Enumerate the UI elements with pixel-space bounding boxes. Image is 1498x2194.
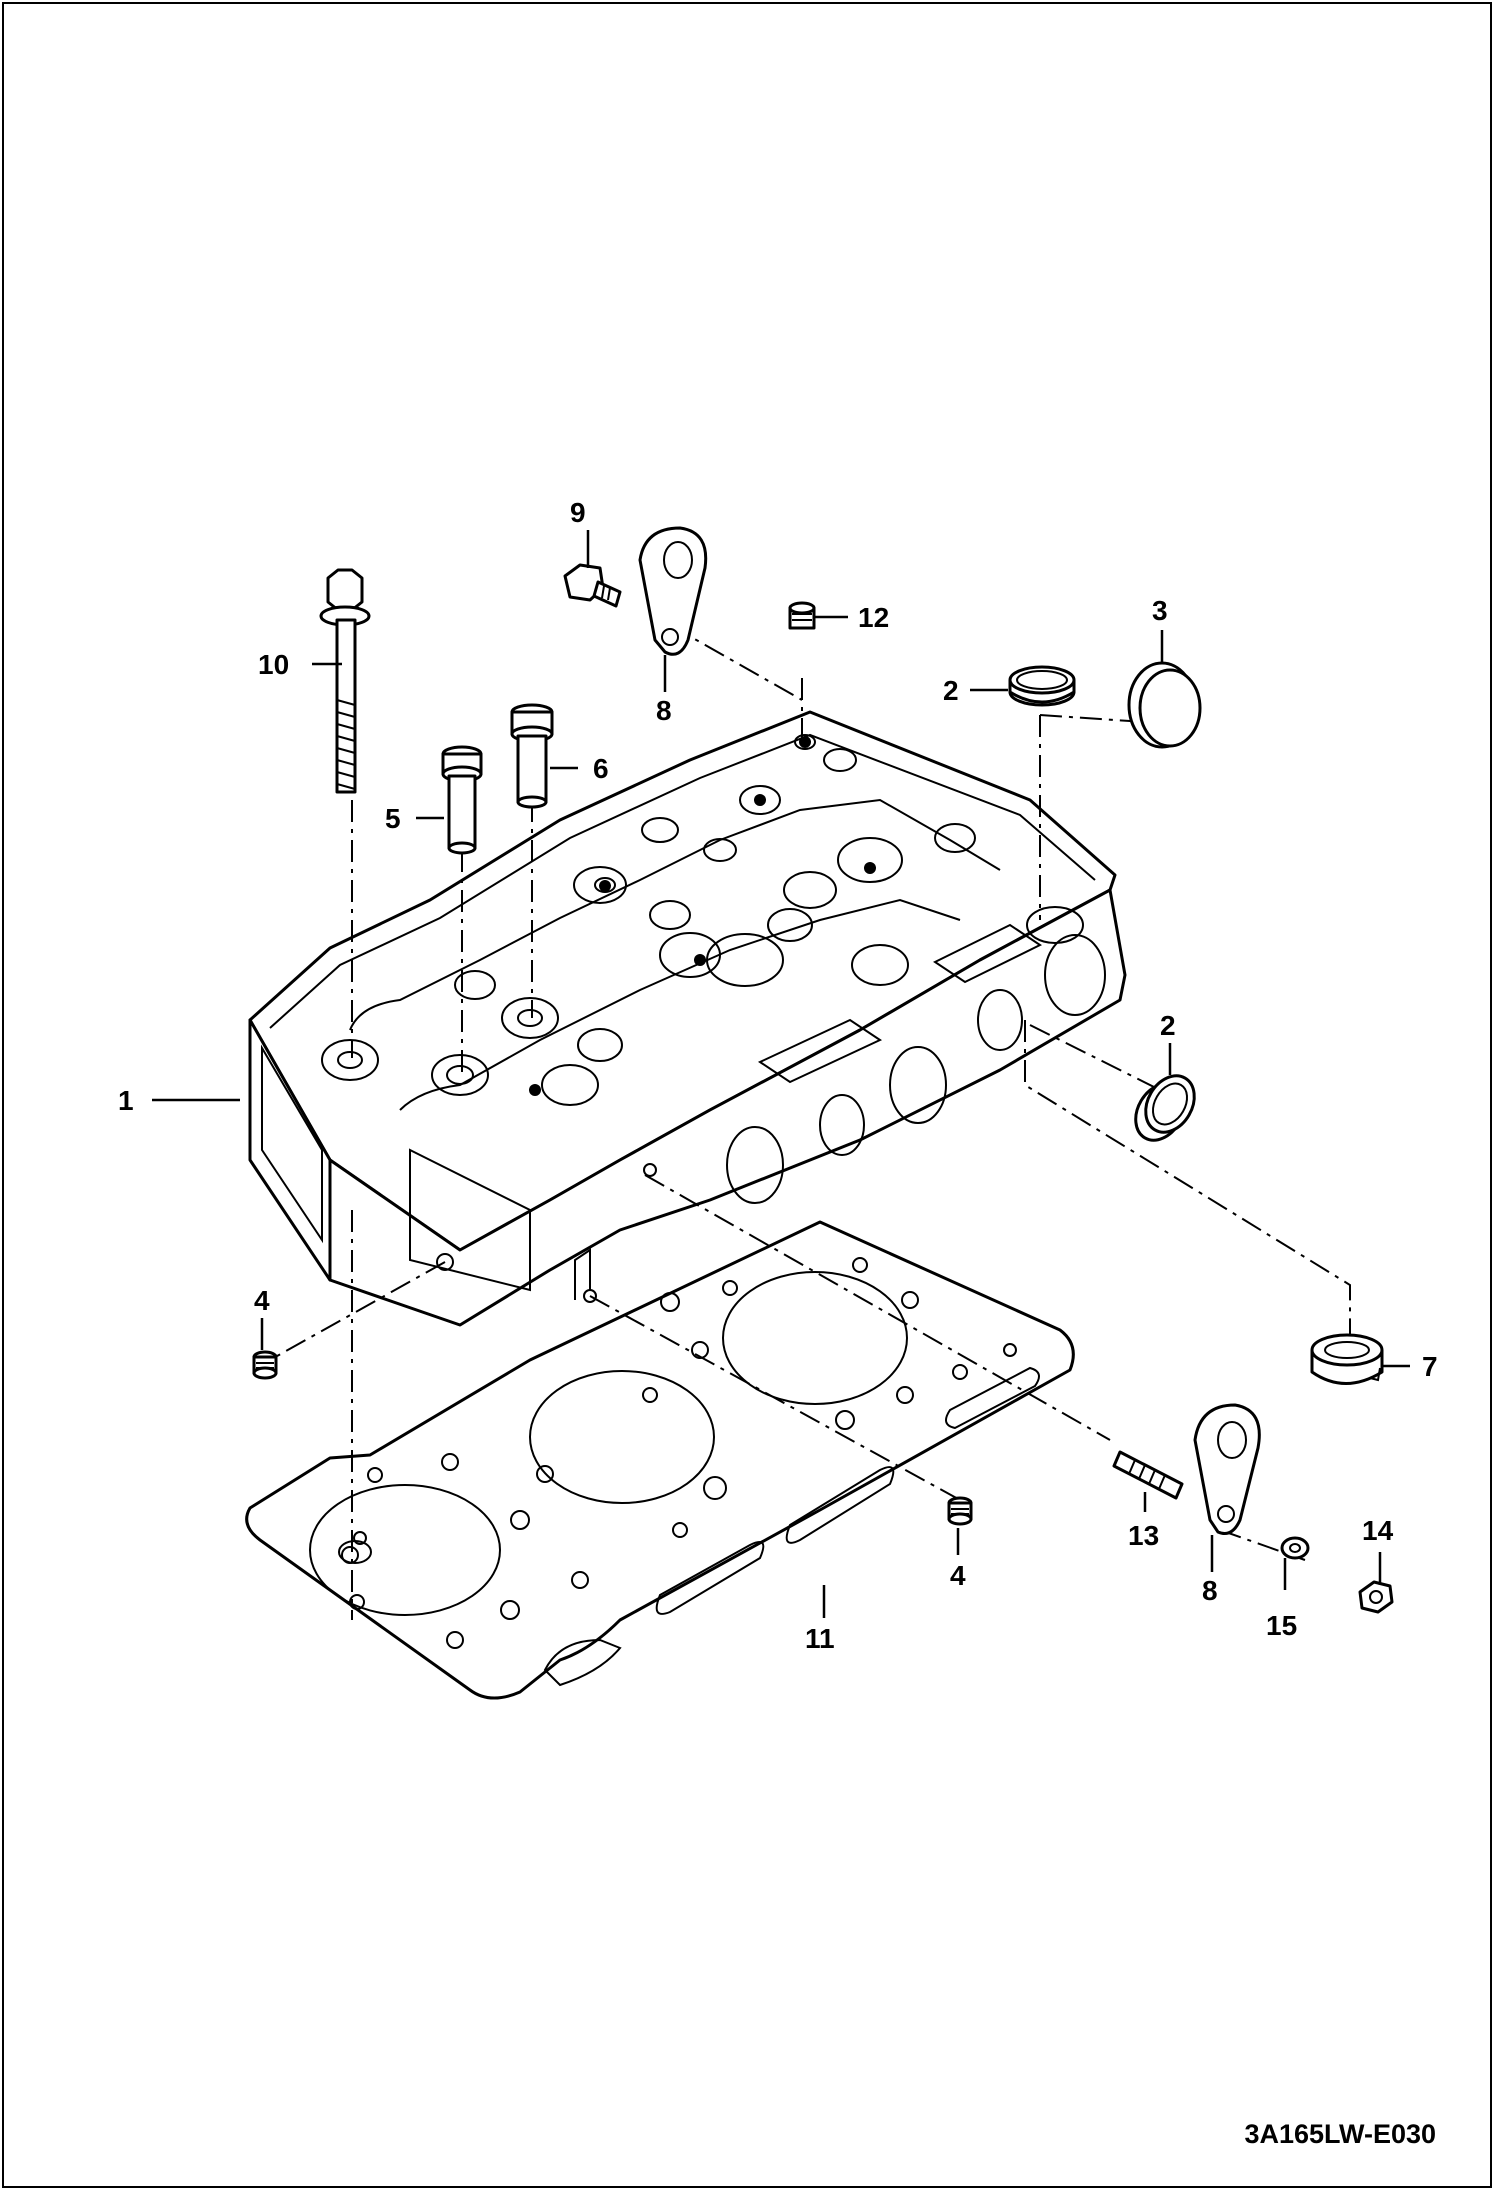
assembly-lines — [269, 624, 1351, 1620]
plug-12 — [788, 601, 816, 630]
insert-4-right — [947, 1496, 973, 1526]
callout-4-right: 4 — [950, 1560, 966, 1591]
callout-2-side: 2 — [1160, 1010, 1176, 1041]
valve-guide-5 — [441, 745, 483, 855]
head-gasket — [245, 1220, 1075, 1700]
head-bolt — [319, 568, 371, 794]
callout-15: 15 — [1266, 1610, 1297, 1641]
lifting-hook-top — [638, 526, 708, 656]
insert-4-left — [252, 1350, 278, 1380]
callout-11: 11 — [805, 1623, 835, 1654]
callout-2-top: 2 — [943, 675, 959, 706]
callout-7: 7 — [1422, 1351, 1438, 1382]
callout-10: 10 — [258, 649, 289, 680]
callout-6: 6 — [593, 753, 609, 784]
disc-plug-3 — [1127, 661, 1202, 749]
callout-13: 13 — [1128, 1520, 1159, 1551]
callout-3: 3 — [1152, 595, 1168, 626]
callout-9: 9 — [570, 497, 586, 528]
lifting-hook-bottom — [1193, 1403, 1261, 1535]
callout-8-bottom: 8 — [1202, 1575, 1218, 1606]
callout-4-left: 4 — [254, 1285, 270, 1316]
callout-14: 14 — [1362, 1515, 1394, 1546]
gasket-holes — [338, 1257, 1017, 1649]
callout-1: 1 — [118, 1085, 134, 1116]
callouts: 1 2 2 3 4 4 5 6 7 8 8 9 10 11 12 13 14 1… — [118, 497, 1438, 1654]
callout-12: 12 — [858, 602, 889, 633]
washer-15 — [1280, 1536, 1310, 1560]
leader-lines — [152, 530, 1410, 1618]
nut-14 — [1358, 1580, 1394, 1614]
valve-guide-6 — [510, 703, 554, 809]
callout-8-top: 8 — [656, 695, 672, 726]
drawing-code: 3A165LW-E030 — [1244, 2119, 1436, 2149]
cup-plug-side — [1134, 1074, 1196, 1142]
cylinder-head — [248, 710, 1127, 1327]
collar-7 — [1310, 1333, 1384, 1385]
hex-bolt-9 — [563, 563, 622, 608]
stud-13 — [1112, 1450, 1184, 1500]
cup-plug-top — [1008, 665, 1076, 707]
callout-5: 5 — [385, 803, 401, 834]
